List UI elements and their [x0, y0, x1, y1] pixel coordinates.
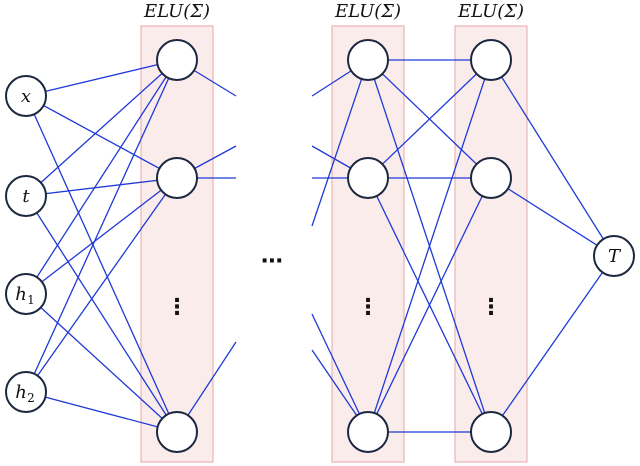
edge: [367, 59, 492, 433]
edge: [25, 177, 178, 197]
edge: [311, 313, 369, 433]
hidden-1-vertical-ellipsis: ⋮: [166, 295, 188, 320]
edge: [25, 195, 178, 433]
hidden-layer-1-box: [140, 25, 214, 463]
layer-last-title: ELU(Σ): [457, 1, 524, 22]
hidden-last-node-second: [470, 157, 512, 199]
svg-text:1: 1: [27, 293, 35, 307]
svg-text:h: h: [15, 284, 27, 305]
hidden-layer-k-box: [331, 25, 405, 463]
hidden-k-node-second: [347, 157, 389, 199]
svg-text:t: t: [22, 186, 30, 207]
edge: [367, 59, 492, 179]
input-node-h1: h 1: [5, 273, 47, 315]
hidden-k-node-bottom: [347, 411, 389, 453]
hidden-1-node-top: [156, 39, 198, 81]
input-node-t: t: [5, 175, 47, 217]
svg-text:T: T: [608, 246, 622, 267]
edge: [25, 177, 178, 393]
hidden-1-node-second: [156, 157, 198, 199]
output-node-T: T: [593, 235, 635, 277]
edge: [367, 177, 492, 433]
edge: [25, 59, 178, 393]
connections: [25, 59, 615, 433]
hidden-last-node-bottom: [470, 411, 512, 453]
input-node-h2: h 2: [5, 371, 47, 413]
layer-1-title: ELU(Σ): [143, 1, 210, 22]
hidden-1-node-bottom: [156, 411, 198, 453]
edge: [25, 59, 178, 295]
svg-text:x: x: [21, 86, 31, 107]
layer-k-title: ELU(Σ): [334, 1, 401, 22]
edge: [25, 391, 178, 433]
edge: [490, 177, 615, 257]
hidden-k-node-top: [347, 39, 389, 81]
edge: [25, 59, 178, 197]
layers-horizontal-ellipsis: ⋯: [261, 249, 283, 274]
edge: [490, 255, 615, 433]
edge: [25, 177, 178, 295]
svg-text:h: h: [15, 382, 27, 403]
edge: [490, 59, 615, 257]
svg-text:2: 2: [27, 391, 35, 405]
edge: [25, 59, 178, 97]
input-node-x: x: [5, 75, 47, 117]
edge: [25, 95, 178, 179]
hidden-last-node-top: [470, 39, 512, 81]
edge: [311, 59, 369, 227]
hidden-last-vertical-ellipsis: ⋮: [480, 295, 502, 320]
hidden-k-vertical-ellipsis: ⋮: [357, 295, 379, 320]
edge: [25, 293, 178, 433]
edge: [25, 95, 178, 433]
